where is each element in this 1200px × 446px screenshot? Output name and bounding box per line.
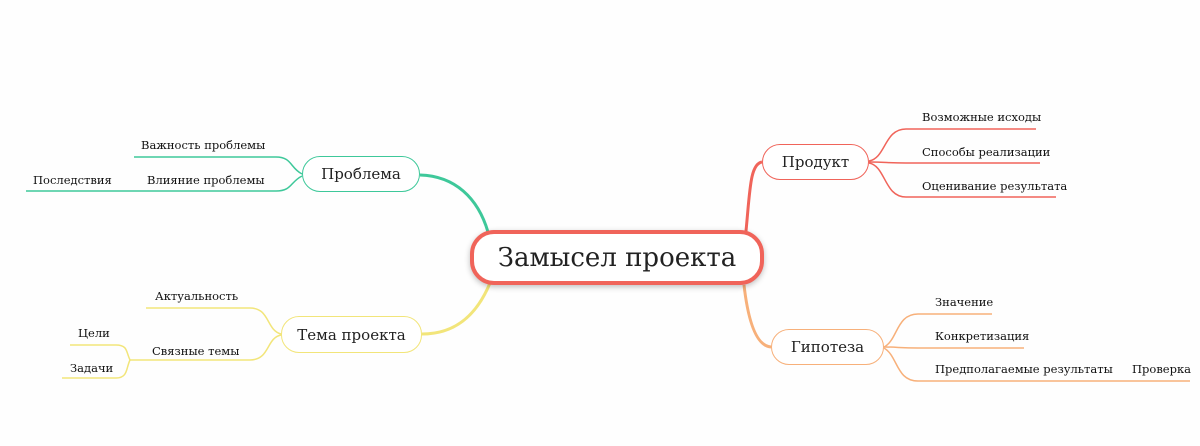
branch-problem[interactable]: Проблема	[302, 156, 420, 192]
link-product-outcomes	[868, 128, 1036, 162]
subtopic-consequences[interactable]: Последствия	[33, 173, 112, 187]
subtopic-importance[interactable]: Важность проблемы	[141, 138, 266, 152]
link-root-problem	[419, 173, 490, 233]
link-problem-influence	[140, 175, 303, 192]
subtopic-expected-results[interactable]: Предполагаемые результаты	[935, 362, 1113, 376]
link-root-product	[744, 160, 763, 232]
branch-project-topic[interactable]: Тема проекта	[281, 316, 422, 353]
subtopic-verification[interactable]: Проверка	[1132, 362, 1191, 376]
link-product-methods	[868, 161, 1040, 164]
central-topic[interactable]: Замысел проекта	[470, 230, 764, 285]
subtopic-influence[interactable]: Влияние проблемы	[147, 173, 265, 187]
link-hyp-concretization	[883, 346, 1024, 349]
link-root-topic	[421, 282, 492, 336]
link-problem-importance	[134, 156, 303, 175]
link-topic-relevance	[146, 307, 282, 335]
subtopic-tasks[interactable]: Задачи	[70, 361, 114, 375]
link-root-hypothesis	[742, 284, 772, 349]
branch-hypothesis[interactable]: Гипотеза	[771, 329, 884, 365]
link-product-evaluation	[868, 162, 1056, 198]
subtopic-meaning[interactable]: Значение	[935, 295, 994, 309]
branch-product[interactable]: Продукт	[762, 144, 869, 180]
subtopic-concretization[interactable]: Конкретизация	[935, 329, 1030, 343]
link-hyp-meaning	[883, 313, 992, 348]
subtopic-related-topics[interactable]: Связные темы	[152, 344, 240, 358]
subtopic-relevance[interactable]: Актуальность	[155, 289, 239, 303]
subtopic-possible-outcomes[interactable]: Возможные исходы	[922, 110, 1042, 124]
subtopic-goals[interactable]: Цели	[78, 326, 110, 340]
link-hyp-expected	[883, 347, 1114, 382]
subtopic-implementation-methods[interactable]: Способы реализации	[922, 145, 1051, 159]
link-related-goals	[70, 344, 131, 361]
link-related-tasks	[62, 359, 131, 379]
subtopic-result-evaluation[interactable]: Оценивание результата	[922, 179, 1068, 193]
link-topic-related	[130, 334, 282, 361]
